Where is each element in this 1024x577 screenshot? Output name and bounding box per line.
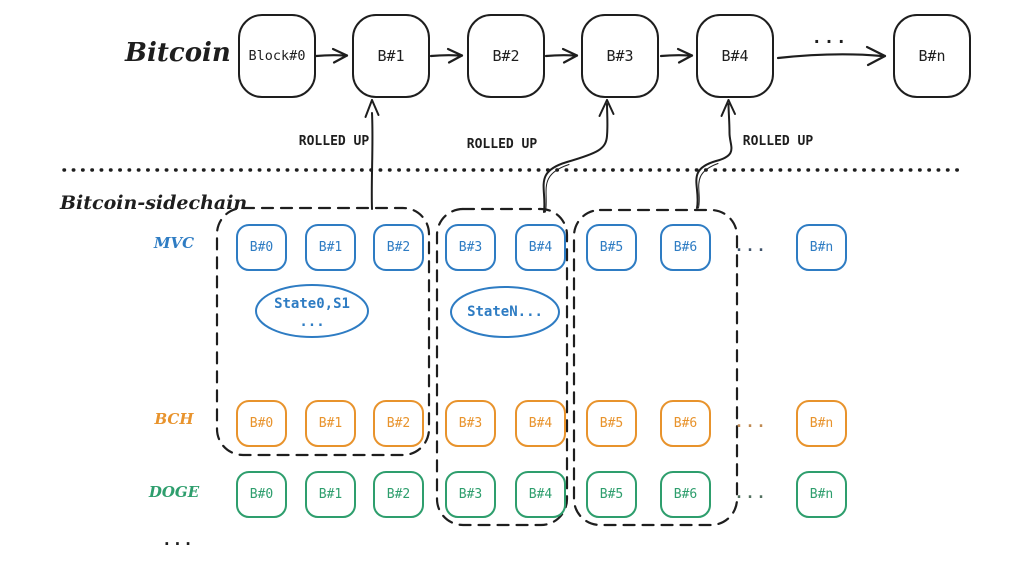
row-label-mvc: MVC	[153, 234, 195, 252]
epoch-group-2	[435, 207, 569, 527]
doge-block-5: B#5	[586, 471, 637, 518]
btc-block-4: B#4	[696, 14, 774, 98]
state-label-1-line1: State0,S1	[274, 296, 350, 312]
rolled-up-label-3: ROLLED UP	[742, 134, 814, 149]
chain-arrow-4	[659, 47, 694, 64]
mvc-block-n: B#n	[796, 224, 847, 271]
bch-block-4: B#4	[515, 400, 566, 447]
doge-block-6: B#6	[660, 471, 711, 518]
doge-block-1: B#1	[305, 471, 356, 518]
rolled-up-label-1: ROLLED UP	[298, 134, 370, 149]
mvc-block-4: B#4	[515, 224, 566, 271]
rolled-up-label-2: ROLLED UP	[466, 137, 538, 152]
btc-block-0: Block#0	[238, 14, 316, 98]
state-label-1: State0,S1 ...	[256, 296, 368, 331]
chain-arrow-3	[544, 47, 579, 64]
state-ellipse-1	[255, 284, 369, 338]
rolled-up-arrow-1	[364, 99, 380, 210]
state-label-2-line1: StateN...	[467, 304, 543, 320]
mvc-row-dots: ...	[734, 236, 768, 255]
bch-block-n: B#n	[796, 400, 847, 447]
bch-block-5: B#5	[586, 400, 637, 447]
doge-block-2: B#2	[373, 471, 424, 518]
doge-block-n: B#n	[796, 471, 847, 518]
bch-block-6: B#6	[660, 400, 711, 447]
mvc-block-5: B#5	[586, 224, 637, 271]
row-label-doge: DOGE	[148, 483, 200, 501]
bch-block-3: B#3	[445, 400, 496, 447]
doge-block-3: B#3	[445, 471, 496, 518]
doge-row-dots: ...	[734, 483, 768, 502]
mvc-block-1: B#1	[305, 224, 356, 271]
sidechain-section-label: Bitcoin-sidechain	[60, 192, 248, 214]
btc-block-1: B#1	[352, 14, 430, 98]
bch-block-2: B#2	[373, 400, 424, 447]
state-label-1-line2: ...	[299, 313, 325, 330]
btc-block-2: B#2	[467, 14, 545, 98]
row-label-bch: BCH	[154, 410, 194, 428]
chain-arrow-2	[429, 47, 464, 64]
state-label-2: StateN...	[451, 304, 559, 322]
btc-block-n: B#n	[893, 14, 971, 98]
rolled-up-arrow-2	[542, 99, 615, 213]
epoch-group-1	[215, 206, 431, 457]
more-rows-dots: ...	[162, 530, 194, 549]
btc-block-3: B#3	[581, 14, 659, 98]
doge-block-4: B#4	[515, 471, 566, 518]
bitcoin-chain-label: Bitcoin	[125, 38, 231, 68]
state-ellipse-2	[450, 286, 560, 338]
chain-arrow-1	[314, 47, 349, 64]
mvc-block-6: B#6	[660, 224, 711, 271]
chain-arrow-long	[776, 45, 887, 67]
mvc-block-3: B#3	[445, 224, 496, 271]
bch-block-1: B#1	[305, 400, 356, 447]
chain-gap-dots: ...	[811, 28, 849, 48]
doge-block-0: B#0	[236, 471, 287, 518]
mvc-block-0: B#0	[236, 224, 287, 271]
bch-block-0: B#0	[236, 400, 287, 447]
bch-row-dots: ...	[734, 412, 768, 431]
rolled-up-arrow-3	[695, 99, 736, 209]
mvc-block-2: B#2	[373, 224, 424, 271]
